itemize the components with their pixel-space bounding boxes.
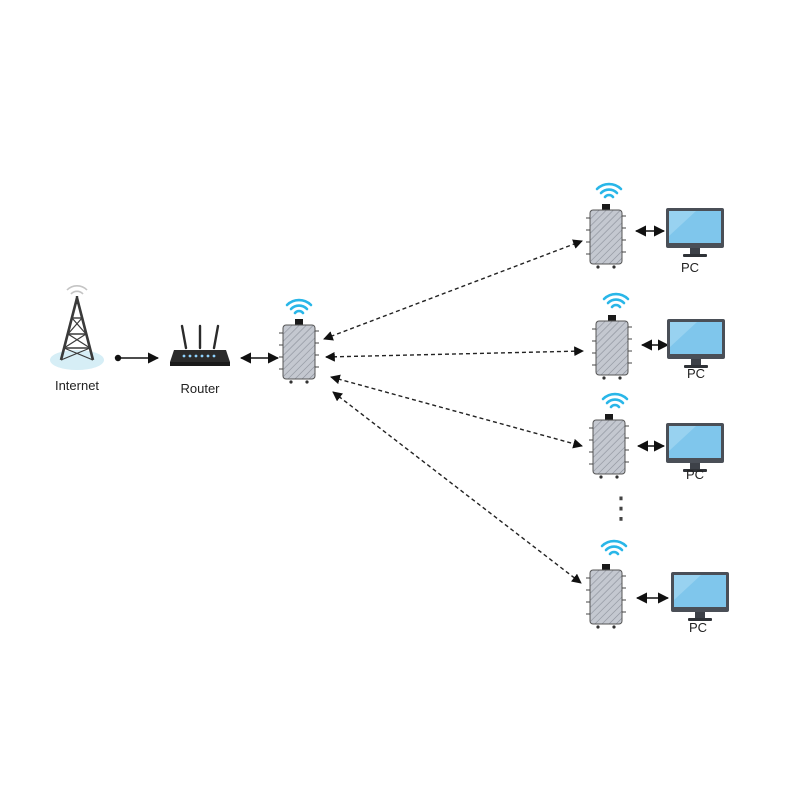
continuation-ellipsis: ⋮ xyxy=(606,491,636,526)
pc-label: PC xyxy=(689,620,707,635)
pc-label: PC xyxy=(686,467,704,482)
monitor-icon xyxy=(666,423,724,472)
wifi-signal-icon xyxy=(595,182,623,199)
remote-unit: PC xyxy=(585,539,729,635)
central-bridge xyxy=(278,298,320,385)
monitor-icon xyxy=(667,319,725,368)
wireless-bridge-icon xyxy=(591,314,633,381)
wireless-bridge-icon xyxy=(585,563,627,630)
wireless-bridge-icon xyxy=(585,203,627,270)
monitor-icon xyxy=(666,208,724,257)
wireless-link-2 xyxy=(325,346,584,362)
router-icon xyxy=(170,324,230,366)
remote-unit: PC xyxy=(585,182,724,275)
link-internet-router xyxy=(114,352,160,364)
router-label: Router xyxy=(180,381,220,396)
internet-tower-icon xyxy=(50,285,104,370)
wifi-signal-icon xyxy=(601,392,629,409)
wireless-bridge-icon xyxy=(278,318,320,385)
wifi-signal-icon xyxy=(285,298,313,315)
wireless-link-4 xyxy=(332,391,582,584)
pc-label: PC xyxy=(687,366,705,381)
wifi-signal-icon xyxy=(602,292,630,309)
wireless-link-3 xyxy=(330,374,583,449)
internet-label: Internet xyxy=(55,378,99,393)
pc-label: PC xyxy=(681,260,699,275)
remote-unit: PC xyxy=(588,392,724,482)
wifi-signal-icon xyxy=(600,539,628,556)
wireless-bridge-icon xyxy=(588,413,630,480)
wireless-link-1 xyxy=(323,239,583,341)
remote-unit: PC xyxy=(591,292,725,381)
monitor-icon xyxy=(671,572,729,621)
